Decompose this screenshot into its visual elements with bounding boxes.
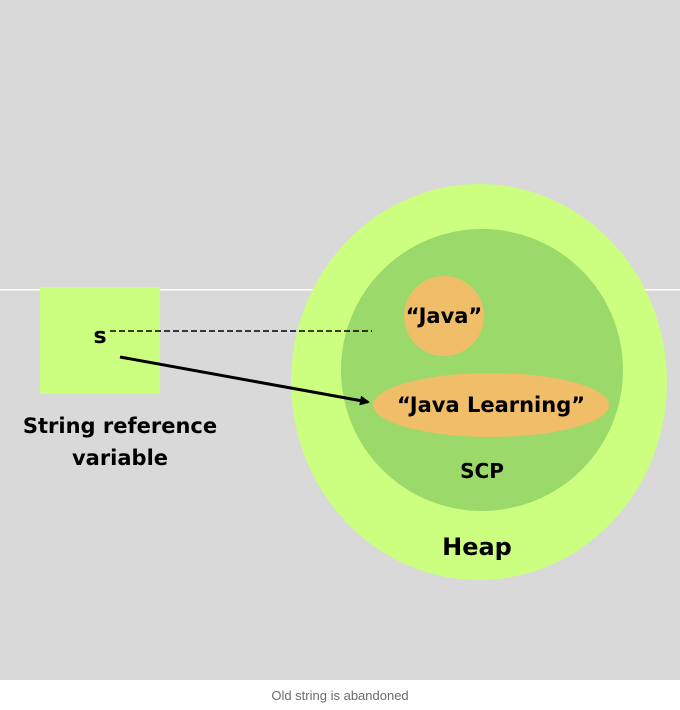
new-string-label: “Java Learning” [397, 393, 585, 417]
scp-label: SCP [460, 459, 504, 483]
figure-caption: Old string is abandoned [0, 680, 680, 710]
variable-label-line1: String reference [23, 414, 217, 438]
reference-arrow [119, 355, 370, 406]
old-string-node [404, 276, 484, 356]
variable-label-line2: variable [72, 446, 168, 470]
heap-label: Heap [442, 533, 512, 561]
new-string-node [373, 373, 609, 437]
string-pool-diagram: “Java” “Java Learning” SCP Heap s String… [0, 0, 680, 680]
variable-box [40, 287, 160, 394]
old-string-label: “Java” [406, 304, 483, 328]
variable-name: s [93, 324, 106, 349]
